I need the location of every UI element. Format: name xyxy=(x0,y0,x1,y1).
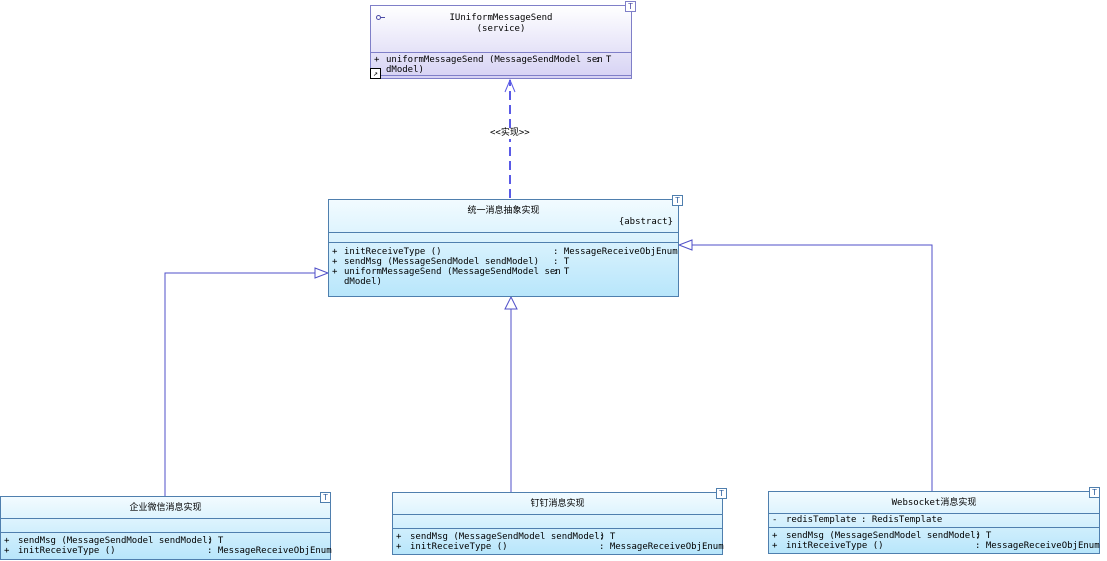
operation-return-type: : MessageReceiveObjEnum xyxy=(553,247,678,257)
interface-iuniformmessagesend[interactable]: IUniformMessageSend (service) T + unifor… xyxy=(370,1,636,79)
operation-row[interactable]: + sendMsg (MessageSendModel sendModel) :… xyxy=(329,257,678,267)
class-header: Websocket消息实现 T xyxy=(769,487,1100,514)
operation-row[interactable]: + initReceiveType () : MessageReceiveObj… xyxy=(769,541,1100,551)
operation-row[interactable]: + uniformMessageSend (MessageSendModel s… xyxy=(329,267,678,277)
class-header: 钉钉消息实现 T xyxy=(393,488,727,515)
template-parameter-tag: T xyxy=(625,1,636,12)
visibility-marker: + xyxy=(772,531,778,541)
abstract-class-name: 统一消息抽象实现 xyxy=(467,206,540,216)
visibility-marker: + xyxy=(4,536,10,546)
template-parameter-tag: T xyxy=(716,488,727,499)
class-header: 企业微信消息实现 T xyxy=(1,492,331,519)
interface-operations: + uniformMessageSend (MessageSendModel s… xyxy=(371,53,631,76)
interface-icon xyxy=(376,15,385,20)
class-name: 钉钉消息实现 xyxy=(530,499,585,509)
operation-row-continuation: dModel) xyxy=(329,277,678,287)
generalization-line-wechat xyxy=(164,272,315,496)
class-attributes xyxy=(1,519,330,533)
interface-stereotype: (service) xyxy=(476,24,526,34)
realization-arrowhead xyxy=(504,78,516,93)
operation-signature: dModel) xyxy=(344,277,382,287)
class-dingtalk-message[interactable]: 钉钉消息实现 T + sendMsg (MessageSendModel sen… xyxy=(392,488,727,555)
class-websocket-message[interactable]: Websocket消息实现 T - redisTemplate : RedisT… xyxy=(768,487,1100,554)
operation-signature: sendMsg (MessageSendModel sendModel) xyxy=(786,531,982,541)
visibility-marker: + xyxy=(396,542,402,552)
attribute-type: : RedisTemplate xyxy=(861,515,943,525)
template-parameter-tag: T xyxy=(672,195,683,206)
visibility-marker: + xyxy=(332,257,338,267)
class-attributes xyxy=(393,515,722,529)
operation-signature: uniformMessageSend (MessageSendModel sen xyxy=(344,267,561,277)
class-attributes: - redisTemplate : RedisTemplate xyxy=(769,514,1099,528)
operation-signature: initReceiveType () xyxy=(18,546,116,556)
class-name: Websocket消息实现 xyxy=(891,498,977,508)
operation-return-type: : T xyxy=(975,531,992,541)
operation-return-type: : MessageReceiveObjEnum xyxy=(207,546,332,556)
class-operations: + sendMsg (MessageSendModel sendModel) :… xyxy=(769,528,1100,551)
interface-header: IUniformMessageSend (service) T xyxy=(371,1,636,53)
operation-return-type: : MessageReceiveObjEnum xyxy=(975,541,1100,551)
visibility-marker: + xyxy=(396,532,402,542)
operation-signature: initReceiveType () xyxy=(344,247,442,257)
operation-row-continuation: dModel) xyxy=(371,65,631,75)
operation-return-type: : T xyxy=(553,267,570,277)
interface-name: IUniformMessageSend xyxy=(449,13,553,23)
class-operations: + sendMsg (MessageSendModel sendModel) :… xyxy=(393,529,724,552)
abstract-class-header: 统一消息抽象实现 {abstract} T xyxy=(329,195,683,233)
operation-return-type: : MessageReceiveObjEnum xyxy=(599,542,724,552)
operation-signature: sendMsg (MessageSendModel sendModel) xyxy=(18,536,214,546)
generalization-arrowhead-dingtalk xyxy=(504,295,518,310)
operation-signature: uniformMessageSend (MessageSendModel sen xyxy=(386,55,603,65)
abstract-class-box[interactable]: 统一消息抽象实现 {abstract} T + initReceiveType … xyxy=(328,195,683,297)
abstract-modifier: {abstract} xyxy=(618,217,673,227)
attribute-name: redisTemplate xyxy=(786,515,857,525)
operation-row[interactable]: + initReceiveType () : MessageReceiveObj… xyxy=(393,542,724,552)
visibility-marker: + xyxy=(374,55,380,65)
visibility-marker: + xyxy=(772,541,778,551)
generalization-line-websocket xyxy=(692,244,933,491)
operation-return-type: : T xyxy=(595,55,612,65)
abstract-class-attributes xyxy=(329,233,678,243)
operation-row[interactable]: + sendMsg (MessageSendModel sendModel) :… xyxy=(1,536,330,546)
visibility-marker: + xyxy=(332,247,338,257)
class-name: 企业微信消息实现 xyxy=(129,503,202,513)
operation-signature: sendMsg (MessageSendModel sendModel) xyxy=(410,532,606,542)
operation-row[interactable]: + initReceiveType () : MessageReceiveObj… xyxy=(1,546,332,556)
operation-row[interactable]: + sendMsg (MessageSendModel sendModel) :… xyxy=(393,532,722,542)
shortcut-arrow-icon: ↗ xyxy=(370,68,381,79)
operation-row[interactable]: + initReceiveType () : MessageReceiveObj… xyxy=(329,247,678,257)
template-parameter-tag: T xyxy=(320,492,331,503)
class-wechat-work-message[interactable]: 企业微信消息实现 T + sendMsg (MessageSendModel s… xyxy=(0,492,332,560)
operation-signature: dModel) xyxy=(386,65,424,75)
template-parameter-tag: T xyxy=(1089,487,1100,498)
class-operations: + sendMsg (MessageSendModel sendModel) :… xyxy=(1,533,332,556)
operation-signature: sendMsg (MessageSendModel sendModel) xyxy=(344,257,540,267)
operation-row[interactable]: + uniformMessageSend (MessageSendModel s… xyxy=(371,55,631,65)
attribute-row[interactable]: - redisTemplate : RedisTemplate xyxy=(769,515,1099,525)
realization-stereotype-label: <<实现>> xyxy=(490,128,530,139)
visibility-marker: + xyxy=(332,267,338,277)
abstract-class-operations: + initReceiveType () : MessageReceiveObj… xyxy=(329,243,678,287)
generalization-arrowhead-websocket xyxy=(677,239,693,251)
visibility-marker: + xyxy=(4,546,10,556)
generalization-arrowhead-wechat xyxy=(314,267,330,279)
operation-row[interactable]: + sendMsg (MessageSendModel sendModel) :… xyxy=(769,531,1099,541)
visibility-marker: - xyxy=(772,515,778,525)
operation-return-type: : T xyxy=(207,536,224,546)
operation-signature: initReceiveType () xyxy=(786,541,884,551)
operation-return-type: : T xyxy=(599,532,616,542)
operation-signature: initReceiveType () xyxy=(410,542,508,552)
operation-return-type: : T xyxy=(553,257,570,267)
